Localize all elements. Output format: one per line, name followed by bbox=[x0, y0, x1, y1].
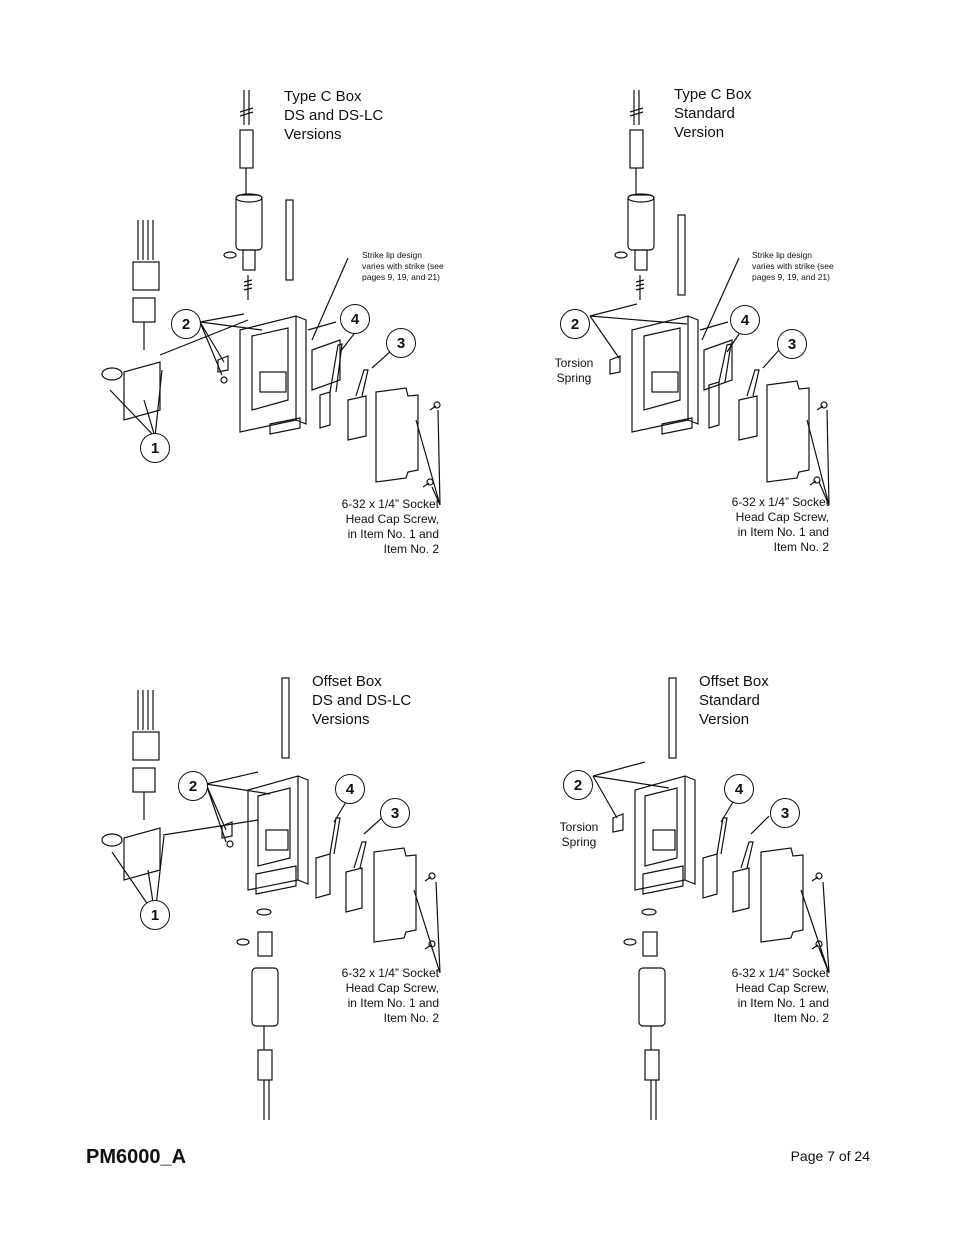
view-offset-ds: Offset Box DS and DS-LC Versions 2 4 3 1… bbox=[0, 590, 477, 1180]
exploded-view-drawing bbox=[589, 90, 830, 506]
callout-2: 2 bbox=[560, 309, 590, 339]
callout-2: 2 bbox=[178, 771, 208, 801]
exploded-view-drawing bbox=[101, 90, 441, 506]
strike-lip-note: Strike lip design varies with strike (se… bbox=[752, 250, 834, 282]
callout-3: 3 bbox=[777, 329, 807, 359]
callout-1: 1 bbox=[140, 900, 170, 930]
callout-1: 1 bbox=[140, 433, 170, 463]
view-typec-ds: Type C Box DS and DS-LC Versions Strike … bbox=[0, 0, 477, 590]
callout-3: 3 bbox=[386, 328, 416, 358]
screw-note: 6-32 x 1/4” Socket Head Cap Screw, in It… bbox=[341, 497, 439, 556]
view-title: Type C Box DS and DS-LC Versions bbox=[284, 88, 384, 143]
screw-note: 6-32 x 1/4” Socket Head Cap Screw, in It… bbox=[731, 495, 829, 554]
callout-2: 2 bbox=[171, 309, 201, 339]
document-id: PM6000_A bbox=[86, 1146, 187, 1168]
callout-3: 3 bbox=[770, 798, 800, 828]
exploded-view-drawing bbox=[592, 677, 830, 1120]
callout-4: 4 bbox=[335, 774, 365, 804]
callout-4: 4 bbox=[340, 304, 370, 334]
torsion-spring-label: Torsion Spring bbox=[554, 356, 594, 385]
view-typec-standard: Type C Box Standard Version Strike lip d… bbox=[477, 0, 954, 590]
page-number: Page 7 of 24 bbox=[790, 1148, 870, 1164]
callout-4: 4 bbox=[724, 774, 754, 804]
strike-lip-note: Strike lip design varies with strike (se… bbox=[362, 250, 444, 282]
torsion-spring-label: Torsion Spring bbox=[559, 820, 599, 849]
callout-2: 2 bbox=[563, 770, 593, 800]
screw-note: 6-32 x 1/4” Socket Head Cap Screw, in It… bbox=[731, 966, 829, 1025]
screw-note: 6-32 x 1/4” Socket Head Cap Screw, in It… bbox=[341, 966, 439, 1025]
view-offset-standard: Offset Box Standard Version 2 4 3 Torsio… bbox=[477, 590, 954, 1180]
view-title: Offset Box DS and DS-LC Versions bbox=[312, 673, 412, 728]
callout-4: 4 bbox=[730, 305, 760, 335]
callout-3: 3 bbox=[380, 798, 410, 828]
view-title: Type C Box Standard Version bbox=[674, 86, 752, 141]
view-title: Offset Box Standard Version bbox=[699, 673, 769, 728]
